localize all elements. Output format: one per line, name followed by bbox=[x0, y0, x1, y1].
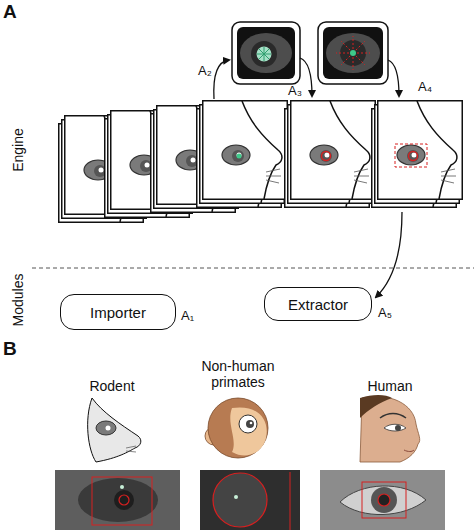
section-label: Engine bbox=[10, 128, 26, 172]
eye-photo bbox=[55, 470, 180, 530]
species-label: Rodent bbox=[67, 378, 157, 394]
pupil-seed bbox=[237, 154, 242, 159]
module-name: Importer bbox=[90, 304, 146, 321]
step-callout: A₃ bbox=[288, 84, 302, 99]
frame-stack bbox=[372, 101, 463, 208]
zoom-inset bbox=[232, 22, 300, 84]
rodent-head bbox=[88, 398, 141, 462]
module-name: Extractor bbox=[288, 296, 348, 313]
flow-arrow bbox=[376, 212, 402, 297]
species-label: Non-human primates bbox=[186, 358, 290, 390]
step-callout: A₂ bbox=[198, 64, 212, 79]
module-box: Importer bbox=[60, 294, 176, 330]
flow-arrow bbox=[214, 60, 229, 99]
panel-letter: B bbox=[3, 338, 17, 360]
step-callout: A₁ bbox=[181, 309, 194, 324]
species-label: Human bbox=[345, 378, 435, 394]
eye-photo bbox=[200, 470, 300, 530]
divider-line bbox=[32, 268, 474, 269]
video-frame bbox=[291, 101, 376, 200]
roi-box bbox=[395, 144, 427, 167]
section-label: Modules bbox=[10, 274, 26, 327]
panel-letter: A bbox=[3, 1, 17, 23]
video-frame bbox=[203, 101, 288, 200]
flow-arrow bbox=[388, 60, 399, 96]
frame-stack bbox=[197, 101, 288, 208]
step-callout: A₄ bbox=[418, 80, 432, 95]
pupil-fit bbox=[322, 152, 331, 161]
eye-photo bbox=[320, 470, 445, 530]
monkey-head bbox=[205, 398, 268, 458]
module-box: Extractor bbox=[264, 287, 372, 321]
zoom-inset bbox=[318, 22, 388, 84]
pupil-fit bbox=[409, 152, 418, 161]
frame-stack bbox=[285, 101, 376, 208]
human-head bbox=[360, 395, 420, 462]
video-frame bbox=[378, 101, 463, 200]
step-callout: A₅ bbox=[378, 306, 392, 321]
